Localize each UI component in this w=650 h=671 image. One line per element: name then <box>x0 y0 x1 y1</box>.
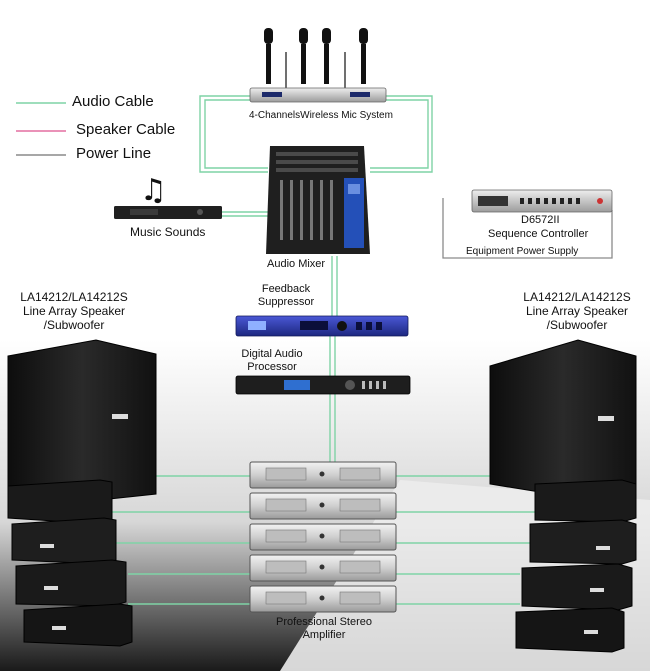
left-speaker-stack <box>7 339 157 647</box>
right-speaker-label-line3: /Subwoofer <box>546 318 608 332</box>
left-subwoofer <box>7 339 157 501</box>
dap-label-line2: Processor <box>247 361 297 373</box>
left-line-array-4 <box>23 603 133 647</box>
left-speaker-label-line3: /Subwoofer <box>43 318 105 332</box>
sequence-controller-label: Sequence Controller <box>488 228 589 240</box>
right-speaker-label-line2: Line Array Speaker <box>525 304 629 318</box>
right-speaker-stack <box>489 339 637 653</box>
amplifier-unit <box>249 585 397 613</box>
right-line-array-4 <box>515 607 625 653</box>
amplifier-label-line1: Professional Stereo <box>276 616 372 628</box>
feedback-suppressor <box>235 315 409 337</box>
amplifier-unit <box>249 461 397 489</box>
music-note-icon: ♫ <box>140 173 167 208</box>
feedback-label-line2: Suppressor <box>257 296 315 308</box>
left-line-array-3 <box>15 559 127 607</box>
right-speaker-label-line1: LA14212/LA14212S <box>523 290 631 304</box>
audio-cables <box>110 95 535 605</box>
amplifier-label-line2: Amplifier <box>302 629 346 641</box>
power-lines <box>442 198 613 259</box>
left-line-array-2 <box>11 517 117 565</box>
feedback-label-line1: Feedback <box>261 283 311 295</box>
amplifier-stack <box>249 461 397 613</box>
wireless-mic-system <box>249 28 387 103</box>
amplifier-unit <box>249 554 397 582</box>
mic-system-label: 4-ChannelsWireless Mic System <box>249 110 393 121</box>
right-line-array-3 <box>521 563 633 611</box>
right-line-array-2 <box>529 519 637 565</box>
audio-mixer <box>266 146 370 254</box>
equipment-power-label: Equipment Power Supply <box>466 246 579 257</box>
right-line-array-1 <box>534 479 637 523</box>
sequence-controller <box>471 189 613 213</box>
legend-audio-cable: Audio Cable <box>72 93 154 110</box>
amplifier-unit <box>249 523 397 551</box>
left-speaker-label-line2: Line Array Speaker <box>22 304 126 318</box>
left-speaker-label-line1: LA14212/LA14212S <box>20 290 128 304</box>
audio-mixer-label: Audio Mixer <box>267 258 326 270</box>
digital-audio-processor <box>235 375 411 395</box>
right-subwoofer <box>489 339 637 495</box>
left-line-array-1 <box>7 479 113 525</box>
music-player <box>114 206 222 219</box>
legend-speaker-cable: Speaker Cable <box>76 121 176 138</box>
dap-label-line1: Digital Audio <box>241 348 303 360</box>
amplifier-unit <box>249 492 397 520</box>
music-sounds-label: Music Sounds <box>130 225 206 239</box>
sequence-model-label: D6572II <box>521 214 560 226</box>
legend-power-line: Power Line <box>76 145 152 162</box>
